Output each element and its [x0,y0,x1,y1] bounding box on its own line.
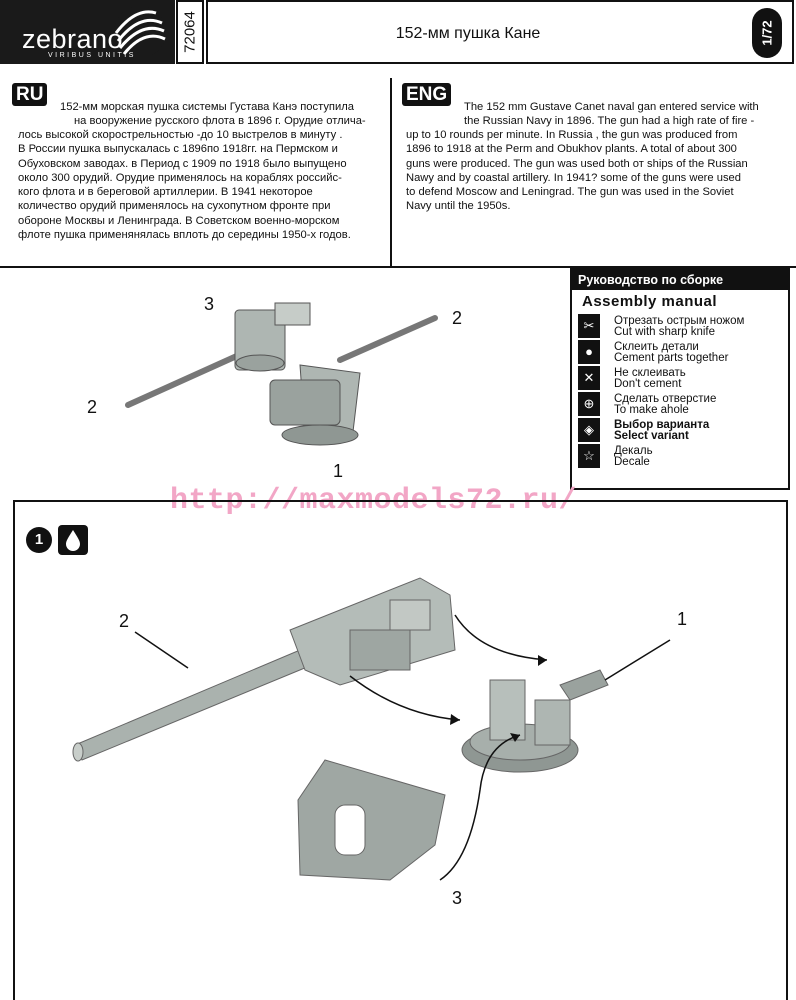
legend-item-en: To make ahole [614,404,689,416]
ru-tag: RU [12,83,48,106]
ru-line: Обуховском заводах. в Период с 1909 по 1… [18,157,347,170]
brand-name: zebrano [22,24,124,54]
ru-line: на вооружение русского флота в 1896 г. О… [74,115,366,128]
variant-icon: ◈ [578,418,600,442]
brand-tagline: VIRIBUS UNITIS [48,52,136,59]
step-label-mount: 1 [677,609,688,629]
en-description: The 152 mm Gustave Canet naval gan enter… [464,100,794,129]
brand-logo: zebrano VIRIBUS UNITIS [0,0,175,64]
eng-tag: ENG [402,83,452,106]
legend-item-ru: Не склеивать [614,367,686,379]
step-label-shield: 3 [452,888,463,908]
legend-item: ✕ Не склеивать Don't cement [578,366,788,392]
ru-line: кого флота и в береговой артиллерии. В 1… [18,186,313,199]
ru-line: флоте пушка применянялась вплоть до сере… [18,229,351,242]
barrel-part [72,577,456,762]
overview-label-1: 1 [333,461,344,481]
en-line: 1896 to 1918 at the Perm and Obukhov pla… [406,143,737,156]
step-label-barrel: 2 [119,611,130,631]
ru-line: 152-мм морская пушка системы Густава Кан… [60,101,354,113]
legend-item: ✂ Отрезать острым ножом Cut with sharp k… [578,314,788,340]
legend-item: ⊕ Сделать отверстие To make ahole [578,392,788,418]
zebra-stripes-icon [114,6,166,58]
step-1-panel [13,500,788,1000]
en-line: up to 10 rounds per minute. In Russia , … [406,129,738,141]
legend-item-ru: Выбор варианта [614,419,710,431]
en-line: Nawy and by coastal artillery. In 1941? … [406,171,741,184]
legend-item-en: Decale [614,456,650,468]
en-line: Navy until the 1950s. [406,200,511,213]
drill-icon: ⊕ [578,392,600,416]
ru-line: около 300 орудий. Орудие применялось на … [18,171,342,184]
legend-item-ru: Склеить детали [614,341,699,353]
ru-line: В России пушка выпускалась с 1896по 1918… [18,143,338,156]
legend-item: ☆ Декаль Decale [578,444,788,470]
overview-label-2-right: 2 [452,308,463,328]
ru-line: количество орудий применялось на сухопут… [18,200,331,213]
glue-drop-icon: ● [578,340,600,364]
legend-item-en: Cut with sharp knife [614,326,715,338]
eng-tag-label: ENG [402,83,452,106]
shield-part [297,759,446,881]
overview-illustration [125,302,438,446]
scale-label: 1/72 [759,20,775,46]
assembly-legend: Руководство по сборке Assembly manual ✂ … [570,268,790,490]
legend-header-en: Assembly manual [582,293,718,310]
glue-drop-icon [58,525,88,555]
step-number: 1 [26,527,52,553]
step-1-illustration [72,577,671,881]
ru-line: обороне Москвы и Ленинграда. В Советском… [18,214,340,227]
overview-label-2-left: 2 [87,397,98,417]
en-description-cont: up to 10 rounds per minute. In Russia , … [406,128,794,214]
kit-number: 72064 [181,11,199,53]
ru-description-cont: лось высокой скорострельностью -до 10 вы… [18,128,390,242]
legend-item-ru: Сделать отверстие [614,393,717,405]
overview-label-3: 3 [204,294,215,314]
scale-badge: 1/72 [752,8,782,58]
legend-item: ● Склеить детали Cement parts together [578,340,788,366]
legend-item-ru: Отрезать острым ножом [614,315,745,327]
kit-number-box: 72064 [176,0,204,64]
page-title: 152-мм пушка Кане [395,25,541,42]
en-line: to defend Moscow and Leningrad. The gun … [406,186,734,199]
legend-item-en: Cement parts together [614,352,729,364]
ru-tag-label: RU [12,83,48,106]
legend-item-ru: Декаль [614,445,653,457]
legend-header-ru: Руководство по сборке [572,270,788,290]
en-line: the Russian Navy in 1896. The gun had a … [464,115,755,128]
section-divider [0,266,796,268]
title-bar: 152-мм пушка Кане 1/72 [206,0,794,64]
en-line: guns were produced. The gun was used bot… [406,157,748,170]
en-line: The 152 mm Gustave Canet naval gan enter… [464,101,759,113]
no-glue-icon: ✕ [578,366,600,390]
ru-description: 152-мм морская пушка системы Густава Кан… [60,100,390,129]
star-decal-icon: ☆ [578,444,600,468]
legend-item-en: Select variant [614,430,689,442]
mount-part [461,669,609,773]
knife-icon: ✂ [578,314,600,338]
column-divider [390,78,392,268]
legend-item: ◈ Выбор варианта Select variant [578,418,788,444]
ru-line: лось высокой скорострельностью -до 10 вы… [18,129,343,141]
legend-item-en: Don't cement [614,378,682,390]
